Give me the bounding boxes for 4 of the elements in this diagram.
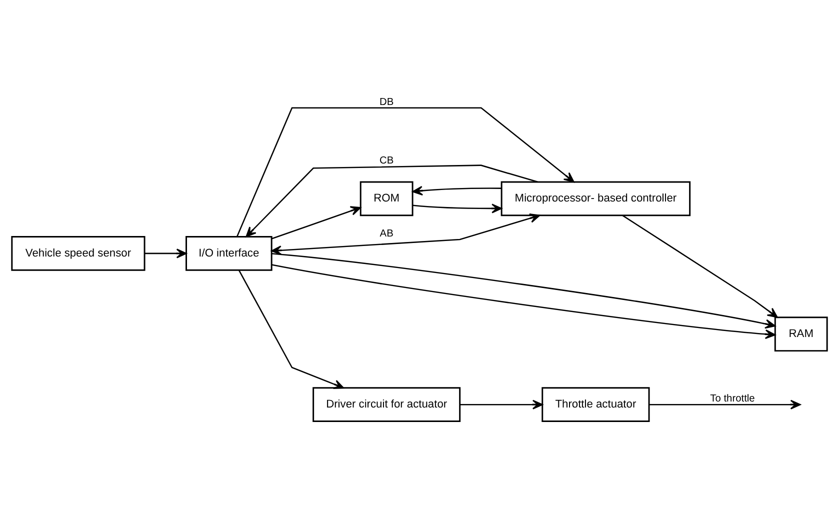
edge-label: To throttle xyxy=(710,394,755,405)
edge-label: AB xyxy=(380,228,394,240)
edge-label: CB xyxy=(380,155,394,166)
edge-label: DB xyxy=(380,96,394,108)
